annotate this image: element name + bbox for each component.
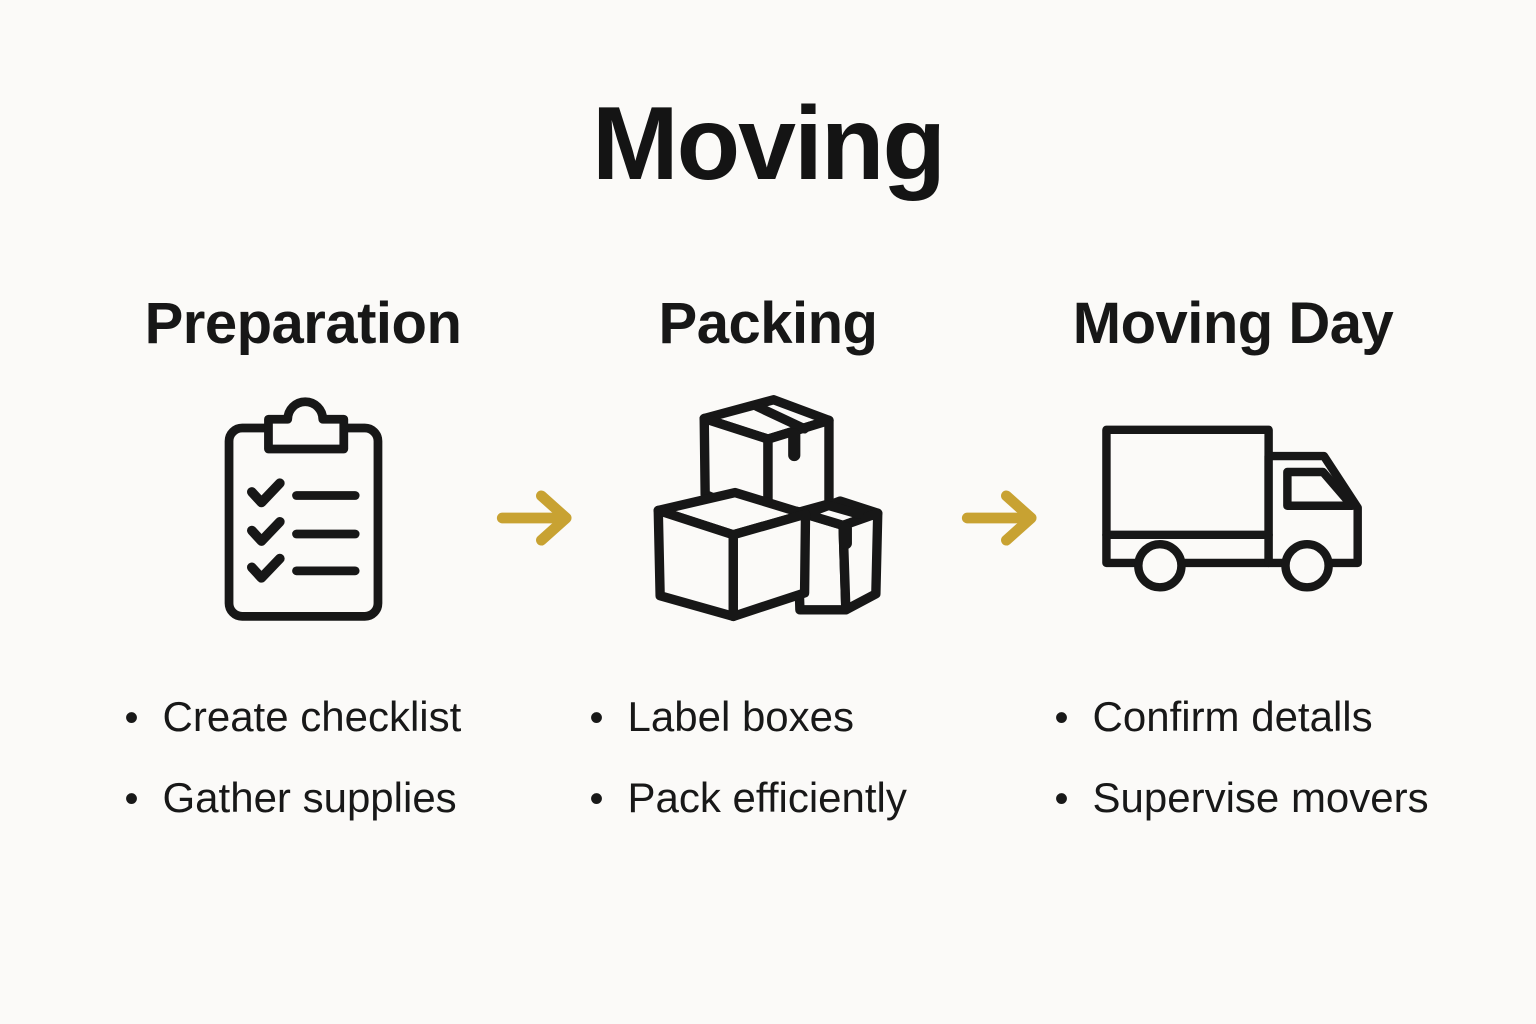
step-column-preparation: Preparation • Create checklist [111, 282, 496, 858]
bullet-text: Label boxes [627, 693, 855, 740]
bullet-dot: • [1054, 696, 1069, 740]
step-heading: Preparation [144, 290, 462, 356]
bullet-dot: • [124, 696, 139, 740]
step-heading: Moving Day [1072, 290, 1394, 356]
list-item: • Gather supplies [124, 774, 496, 821]
bullet-dot: • [124, 777, 139, 821]
list-item: • Pack efficiently [589, 774, 961, 821]
bullet-text: Supervise movers [1092, 774, 1429, 821]
bullet-list: • Create checklist • Gather supplies [111, 693, 496, 821]
bullet-text: Pack efficiently [627, 774, 907, 821]
page-title: Moving [592, 86, 946, 202]
list-item: • Confirm detalls [1054, 693, 1426, 740]
steps-row: Preparation • Create checklist [0, 282, 1536, 858]
bullet-dot: • [589, 777, 604, 821]
step-heading: Packing [658, 290, 878, 356]
bullet-list: • Confirm detalls • Supervise movers [1041, 693, 1429, 821]
step-column-packing: Packing [576, 282, 961, 858]
bullet-list: • Label boxes • Pack efficiently [576, 693, 961, 821]
step-column-moving-day: Moving Day • Confirm detalls • [1041, 282, 1429, 858]
bullet-text: Confirm detalls [1092, 693, 1373, 740]
list-item: • Label boxes [589, 693, 961, 740]
bullet-text: Gather supplies [162, 774, 457, 821]
arrow-right-icon [496, 488, 576, 548]
arrow-right-icon [961, 488, 1041, 548]
clipboard-checklist-icon [111, 364, 496, 654]
list-item: • Supervise movers [1054, 774, 1429, 821]
list-item: • Create checklist [124, 693, 496, 740]
moving-truck-icon [1041, 364, 1426, 654]
bullet-text: Create checklist [162, 693, 462, 740]
bullet-dot: • [589, 696, 604, 740]
stacked-boxes-icon [576, 364, 961, 654]
bullet-dot: • [1054, 777, 1069, 821]
